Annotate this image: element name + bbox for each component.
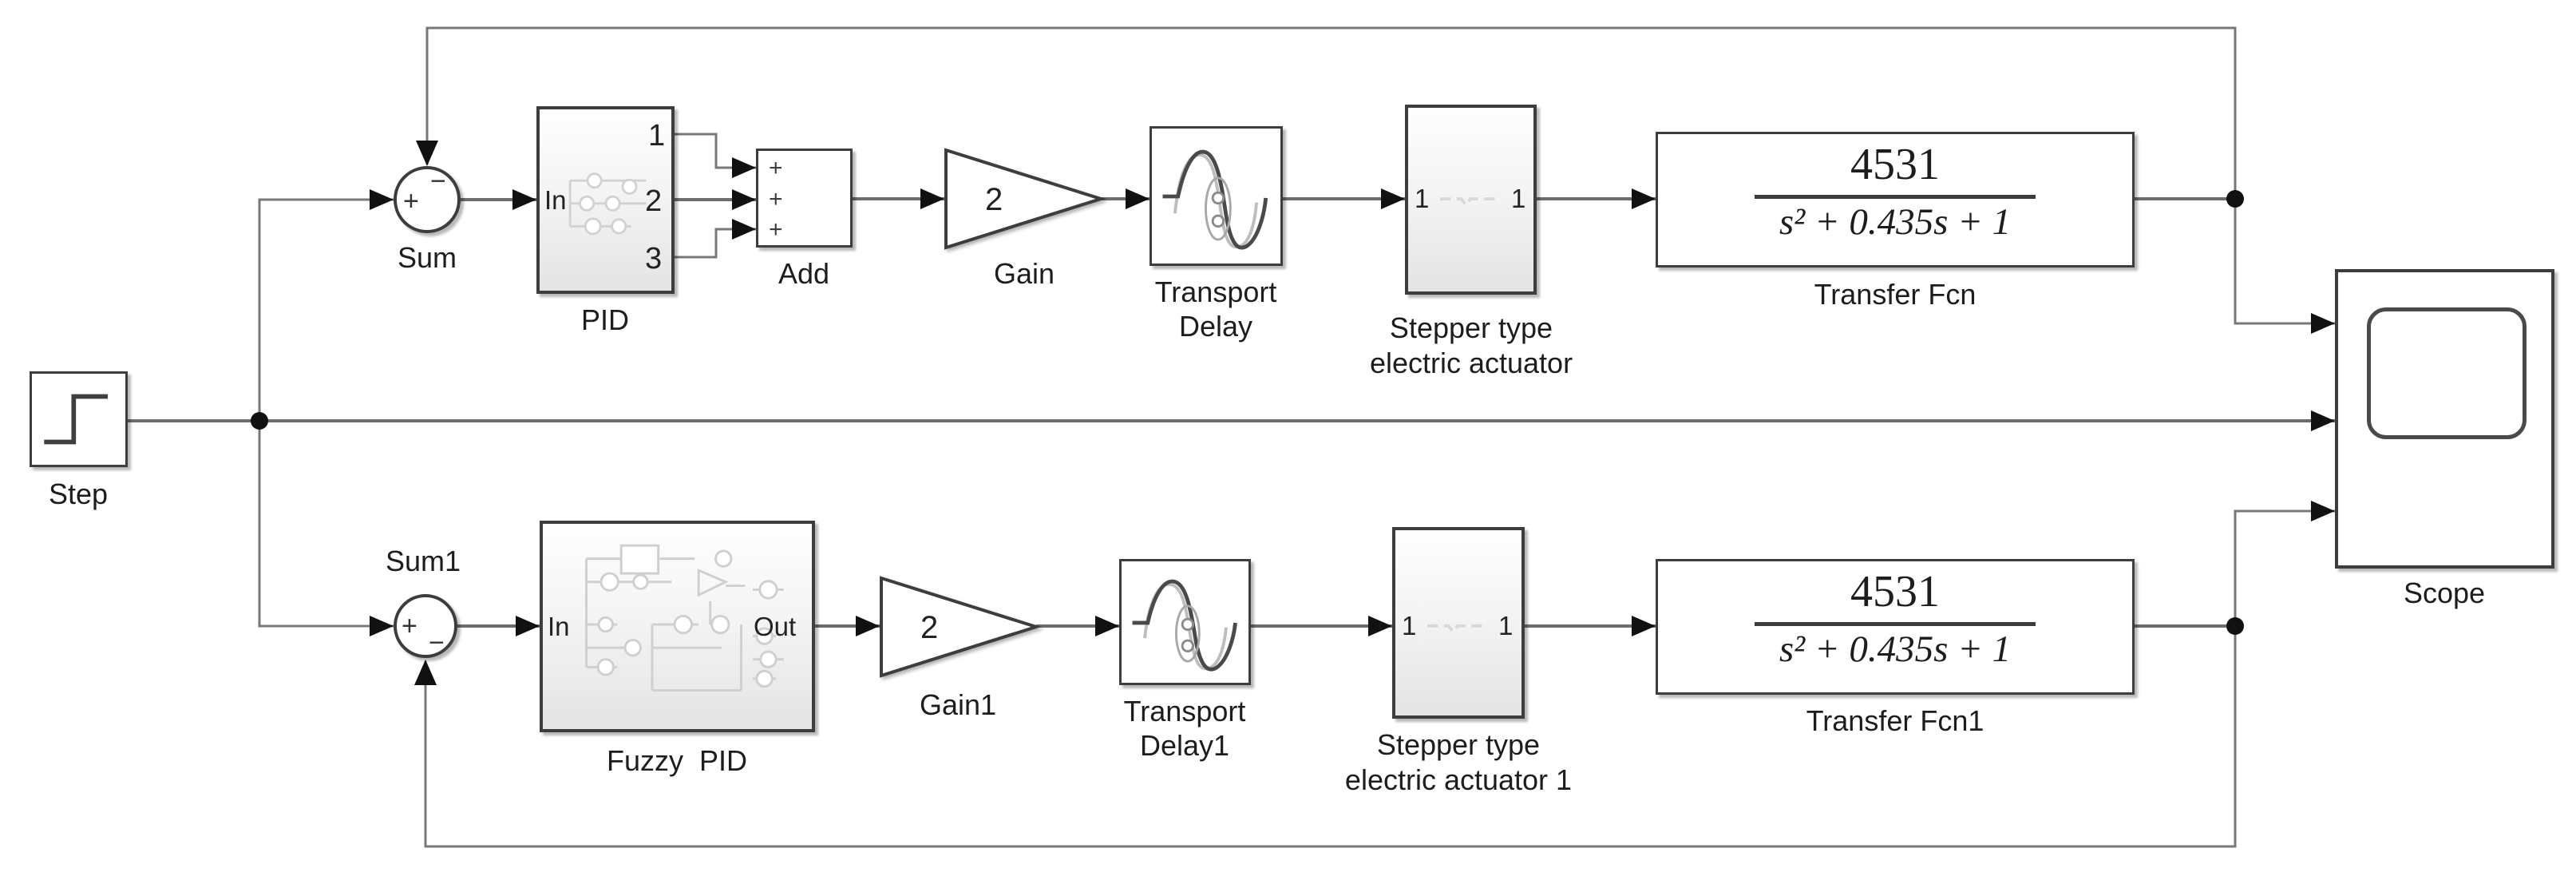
wire-junction-to-sum	[258, 198, 394, 421]
gain1-value: 2	[920, 610, 939, 645]
pid-in-port-label: In	[544, 185, 567, 215]
actuator-out-port: 1	[1511, 184, 1526, 213]
gain-value: 2	[985, 182, 1003, 217]
sine-delay1-icon	[1132, 579, 1237, 672]
actuator1-in-port: 1	[1402, 611, 1417, 640]
transfer-fcn1-label: Transfer Fcn1	[1806, 704, 1984, 737]
arrowheads	[370, 141, 2335, 685]
pid-block[interactable]	[536, 106, 675, 294]
add-input-sign-2: +	[769, 186, 783, 212]
wire-junction-to-sum1	[258, 421, 394, 628]
transfer-fcn-label: Transfer Fcn	[1814, 278, 1977, 311]
fuzzy-pid-label: Fuzzy PID	[606, 744, 748, 777]
pid-label: PID	[580, 303, 630, 336]
wire-junction-to-scope-top	[2234, 199, 2335, 325]
scope-screen-icon	[2367, 307, 2527, 439]
add-input-sign-1: +	[769, 155, 783, 181]
actuator-block[interactable]	[1405, 105, 1537, 295]
sum1-plus-sign: +	[402, 611, 417, 641]
gain1-label: Gain1	[919, 688, 997, 721]
sum-plus-sign: +	[403, 186, 419, 216]
gain-label: Gain	[993, 257, 1055, 290]
gain-block[interactable]	[944, 148, 1106, 250]
actuator-label-line2: electric actuator	[1369, 347, 1573, 379]
actuator1-block[interactable]	[1392, 527, 1525, 719]
fuzzy-pid-in-port-label: In	[548, 612, 570, 641]
fuzzy-pid-out-port-label: Out	[754, 612, 797, 641]
step-label: Step	[48, 478, 109, 510]
actuator1-out-port: 1	[1498, 611, 1514, 640]
gain1-block[interactable]	[880, 576, 1042, 678]
transfer-fcn-denominator: s² + 0.435s + 1	[1779, 201, 2012, 243]
actuator-label-line1: Stepper type	[1389, 311, 1553, 344]
transfer-fcn-expression: 4531 s² + 0.435s + 1	[1727, 142, 2063, 241]
transport-delay1-label-line1: Transport	[1123, 695, 1246, 727]
wire-junction-to-scope-bottom	[2234, 509, 2335, 626]
wire-top-feedback	[425, 26, 2237, 199]
fuzzy-pid-block[interactable]	[540, 521, 815, 732]
transfer-fcn-block[interactable]	[1656, 132, 2135, 268]
actuator1-label-line2: electric actuator 1	[1344, 763, 1573, 796]
sum-block[interactable]	[394, 166, 461, 233]
transport-delay-label-line2: Delay	[1178, 310, 1253, 343]
sum-label: Sum	[397, 241, 457, 274]
transport-delay-block[interactable]	[1150, 126, 1283, 266]
pid-out-port-1: 1	[648, 119, 666, 153]
transport-delay1-label-line2: Delay1	[1139, 729, 1230, 762]
transfer-fcn-numerator: 4531	[1850, 140, 1940, 189]
transfer-fcn1-denominator: s² + 0.435s + 1	[1779, 628, 2012, 670]
step-block[interactable]	[30, 371, 128, 467]
add-label: Add	[778, 257, 830, 290]
pid-out-port-2: 2	[645, 184, 663, 218]
transport-delay-label-line1: Transport	[1154, 275, 1277, 308]
actuator-in-port: 1	[1415, 184, 1430, 213]
add-input-sign-3: +	[769, 216, 783, 243]
scope-label: Scope	[2403, 577, 2486, 609]
transport-delay1-block[interactable]	[1119, 559, 1251, 685]
sine-delay-icon	[1162, 149, 1268, 250]
actuator1-label-line1: Stepper type	[1376, 728, 1541, 761]
step-icon	[44, 394, 109, 445]
transfer-fcn1-numerator: 4531	[1850, 567, 1940, 616]
transfer-fcn-fraction-bar	[1755, 195, 2036, 199]
sum-minus-sign: −	[430, 166, 446, 196]
transfer-fcn1-block[interactable]	[1656, 559, 2135, 695]
junction-dots	[251, 190, 2244, 635]
sum1-block[interactable]	[394, 594, 457, 658]
fuzzy-pid-watermark-icon	[585, 544, 784, 692]
sum1-minus-sign: −	[429, 628, 445, 658]
add-block[interactable]	[756, 149, 853, 248]
sum1-label: Sum1	[385, 545, 461, 577]
pid-out-port-3: 3	[645, 242, 663, 275]
transfer-fcn1-expression: 4531 s² + 0.435s + 1	[1727, 569, 2063, 668]
wire-bottom-feedback	[424, 626, 2237, 848]
pid-watermark-icon	[568, 172, 647, 236]
transfer-fcn1-fraction-bar	[1755, 622, 2036, 626]
